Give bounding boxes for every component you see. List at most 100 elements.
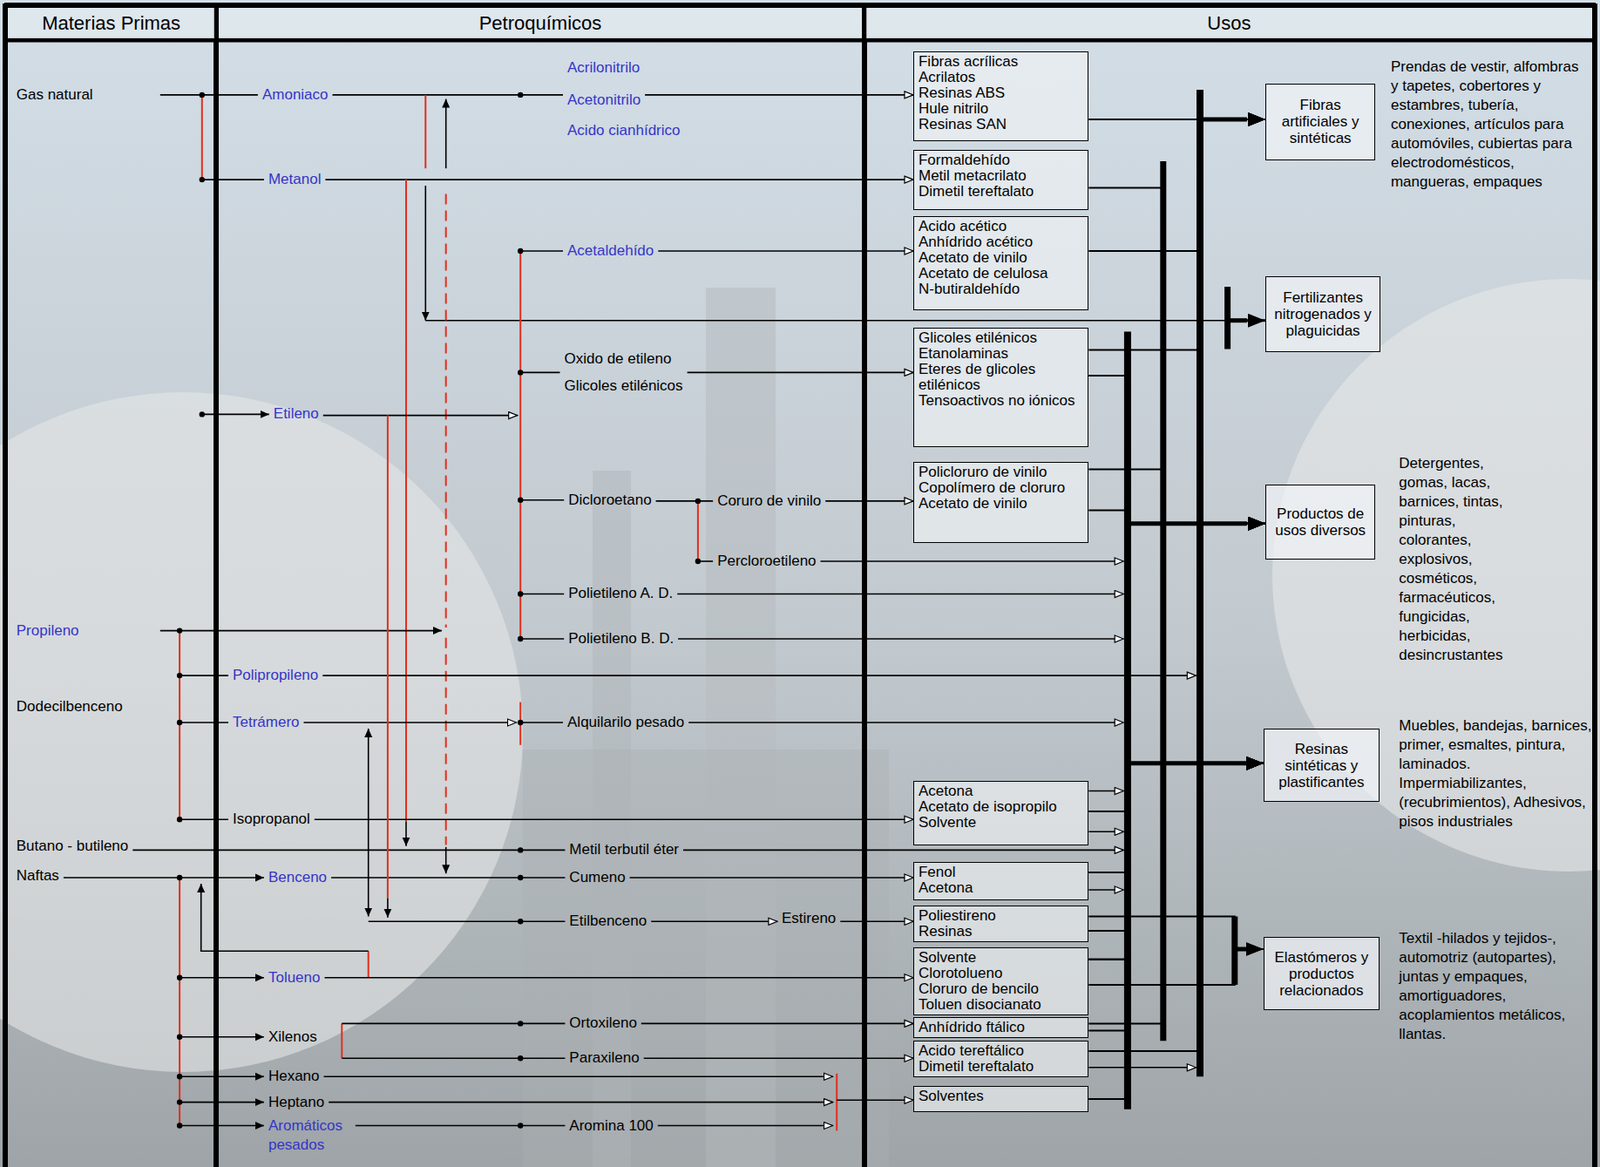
category-box: Resinas sintéticas y plastificantes [1263, 728, 1380, 802]
product-box-text: Fibras acrílicas [918, 54, 1084, 70]
chemical-label: Acetaldehído [567, 241, 654, 261]
product-box-text: Formaldehído [918, 152, 1084, 169]
flow-line [405, 821, 407, 847]
reaction-line [835, 1073, 838, 1132]
chemical-label: Metil terbutil éter [569, 840, 679, 860]
chemical-label: Isopropanol [232, 809, 311, 829]
category-box: Productos de usos diversos [1265, 484, 1376, 559]
product-box: Acido tereftálicoDimetil tereftalato [913, 1040, 1089, 1078]
flow-line [202, 413, 270, 416]
junction-dot [517, 719, 523, 726]
chemical-label: Estireno [781, 908, 836, 929]
flow-line [1227, 318, 1248, 323]
category-box: Fibras artificiales y sintéticas [1265, 83, 1376, 161]
flow-line [179, 818, 229, 821]
flow-line [1088, 830, 1124, 833]
product-box-text: Resinas ABS [918, 85, 1084, 102]
flow-line [341, 1057, 565, 1059]
column-header: Petroquímicos [218, 7, 863, 39]
uses-list: Detergentes, gomas, lacas, barnices, tin… [1398, 454, 1522, 665]
chemical-label: Glicoles etilénicos [564, 376, 684, 396]
product-box-text: Tensoactivos no iónicos [918, 393, 1084, 409]
product-box-text: Eteres de glicoles etilénicos [918, 361, 1084, 394]
category-box-text: Resinas sintéticas y plastificantes [1267, 740, 1376, 791]
frame-line [1592, 3, 1598, 1167]
flow-line [1088, 790, 1124, 793]
product-box-text: Policloruro de vinilo [918, 464, 1084, 481]
connector [1088, 510, 1266, 524]
junction-dot [176, 1122, 183, 1128]
flow-line [179, 976, 265, 979]
flow-line [677, 637, 1124, 640]
product-box-text: Resinas SAN [918, 116, 1084, 133]
flow-line [687, 372, 914, 374]
flow-line [836, 1099, 914, 1102]
flow-line [425, 319, 1228, 322]
connector [1088, 763, 1263, 812]
chemical-label: Polipropileno [232, 665, 319, 685]
reaction-line [445, 637, 448, 846]
junction-dot [517, 918, 523, 924]
reaction-line [405, 179, 407, 822]
product-box-text: Solvente [918, 814, 1084, 831]
flow-line [202, 178, 265, 181]
flow-line [445, 847, 448, 874]
column-header: Usos [866, 7, 1593, 39]
junction-dot [176, 719, 183, 726]
product-box-text: Acrilatos [918, 69, 1084, 86]
connector [1088, 763, 1263, 1024]
chemical-label: Benceno [268, 867, 327, 888]
product-box-text: Acetona [918, 783, 1084, 800]
chemical-label: Tolueno [268, 968, 321, 988]
connector [1088, 523, 1266, 1031]
product-box: Anhídrido ftálico [913, 1016, 1089, 1038]
chemical-label: Propileno [16, 621, 80, 641]
chemical-label: Dicloroetano [568, 490, 651, 510]
product-box-text: Anhídrido ftálico [918, 1019, 1084, 1036]
product-box-text: Acido tereftálico [918, 1043, 1084, 1059]
connector [1088, 523, 1266, 1099]
flow-line [331, 876, 565, 879]
flow-line [355, 1125, 566, 1127]
product-box-text: Clorotolueno [918, 965, 1084, 982]
flow-line [325, 976, 915, 979]
chemical-label: Xilenos [268, 1027, 318, 1047]
chemical-label: Tetrámero [232, 712, 300, 733]
product-box-text: Solventes [918, 1088, 1084, 1105]
connector [1088, 763, 1263, 960]
connector [1088, 187, 1263, 763]
product-box: FenolAcetona [913, 861, 1089, 900]
flow-line [160, 630, 442, 632]
connector [1088, 119, 1266, 351]
junction-dot [517, 1055, 523, 1061]
reaction-line [340, 1023, 343, 1058]
column-rule [213, 3, 219, 1167]
flow-line [179, 1036, 265, 1038]
junction-dot [176, 816, 183, 822]
junction-dot [517, 92, 523, 98]
flow-line [179, 1125, 265, 1127]
product-box-text: Copolímero de cloruro [918, 480, 1084, 496]
category-box-text: Fertilizantes nitrogenados y plaguicidas [1269, 289, 1377, 339]
flow-line [520, 499, 564, 502]
product-box-text: Acetato de isopropilo [918, 799, 1084, 815]
product-box: Fibras acrílicasAcrilatosResinas ABSHule… [913, 51, 1089, 142]
flow-line [445, 99, 448, 170]
product-box: FormaldehídoMetil metacrilatoDimetil ter… [913, 149, 1089, 211]
flow-line [650, 921, 778, 923]
product-box-text: Fenol [918, 864, 1084, 881]
product-box-text: Acetato de vinilo [918, 250, 1084, 266]
chemical-label: Acetonitrilo [567, 90, 641, 110]
reaction-line [178, 877, 181, 1126]
flow-line [160, 94, 258, 96]
junction-dot [517, 847, 523, 853]
connector [1088, 119, 1266, 251]
chemical-label: Metanol [268, 169, 321, 190]
chemical-label: Ortoxileno [569, 1013, 637, 1033]
junction-dot [695, 498, 701, 504]
flow-line [1247, 318, 1266, 322]
flow-line [179, 674, 229, 677]
product-box-text: Dimetil tereftalato [918, 1058, 1084, 1075]
product-box-text: Acetona [918, 880, 1084, 896]
flow-line [322, 674, 1196, 677]
